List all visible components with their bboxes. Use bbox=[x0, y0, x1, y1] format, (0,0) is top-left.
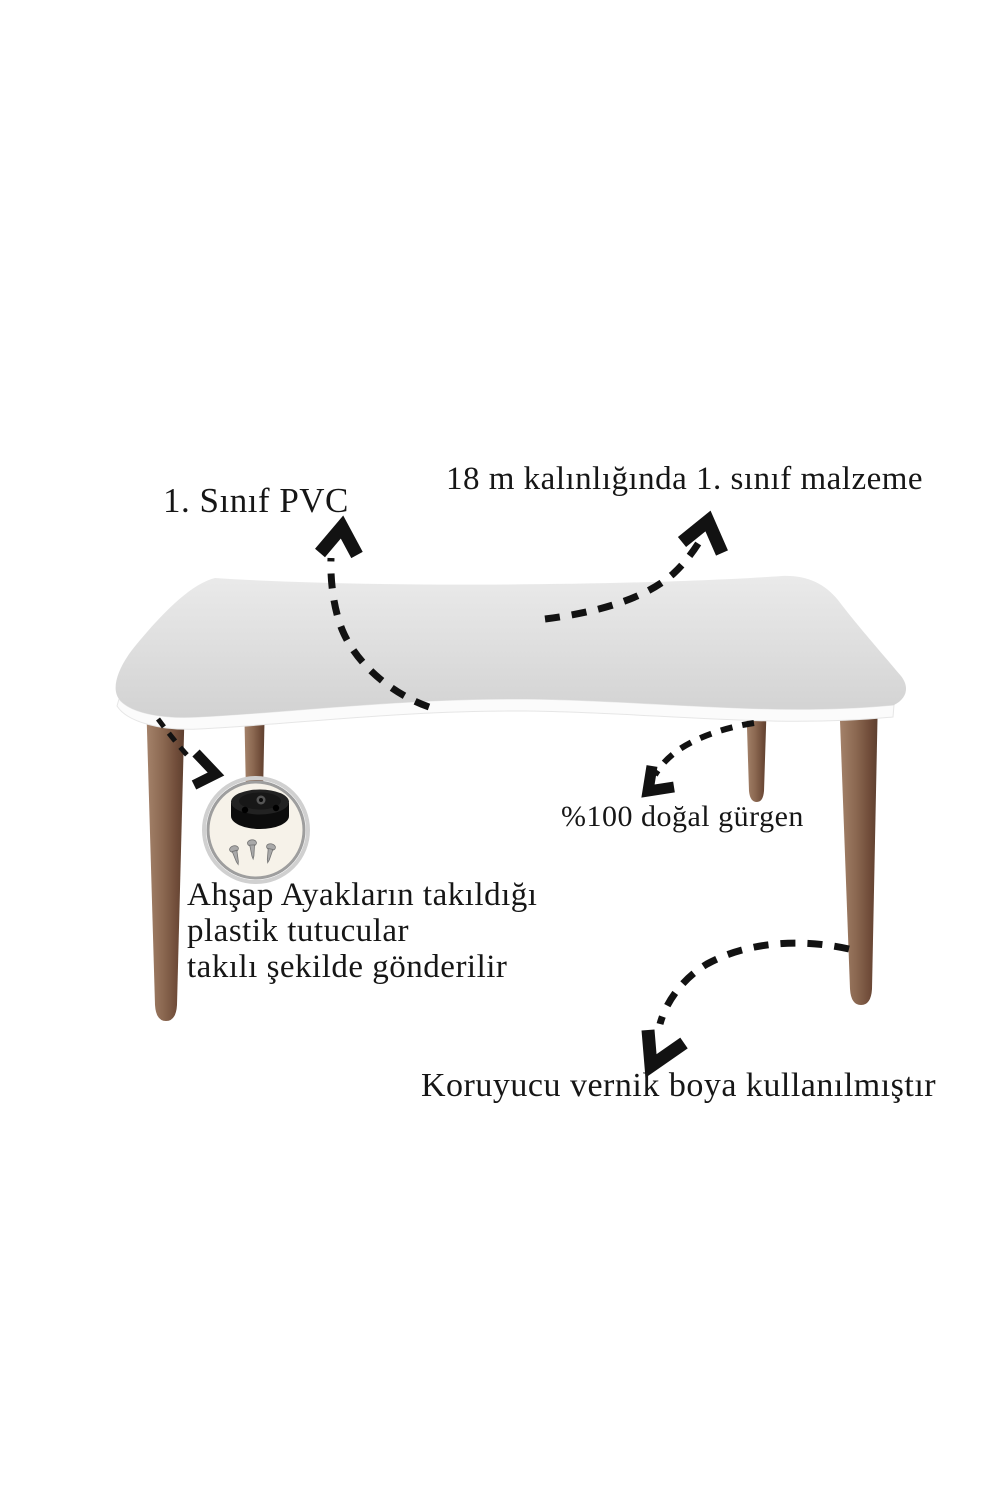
wood-label: %100 doğal gürgen bbox=[561, 800, 804, 833]
varnish-label: Koruyucu vernik boya kullanılmıştır bbox=[421, 1067, 937, 1104]
holder-arrowhead-icon bbox=[191, 749, 225, 790]
material-arrow bbox=[544, 510, 728, 623]
material-arrow-tail bbox=[544, 537, 705, 623]
varnish-arrow-tail bbox=[656, 939, 850, 1026]
holders-label-line2: plastik tutucular bbox=[187, 913, 410, 949]
screws-icon bbox=[229, 839, 276, 866]
plastic-holder-inset bbox=[202, 776, 310, 884]
holder-arrow-tail bbox=[156, 717, 190, 758]
table-leg-front-left bbox=[146, 696, 185, 1021]
varnish-arrowhead-icon bbox=[641, 1029, 688, 1078]
pvc-arrow-tail bbox=[327, 557, 431, 711]
wood-arrowhead-icon bbox=[641, 765, 675, 798]
plastic-holder-icon bbox=[231, 789, 289, 829]
table-leg-front-right bbox=[839, 694, 878, 1005]
material-label: 18 m kalınlığında 1. sınıf malzeme bbox=[446, 461, 924, 497]
holders-label-line1: Ahşap Ayakların takıldığı bbox=[187, 877, 538, 913]
pvc-label: 1. Sınıf PVC bbox=[163, 481, 349, 520]
holders-label: Ahşap Ayakların takıldığı plastik tutucu… bbox=[187, 877, 537, 985]
inset-outer-ring bbox=[202, 776, 310, 884]
wood-arrow-tail bbox=[652, 720, 755, 777]
material-arrowhead-icon bbox=[677, 510, 728, 556]
pvc-arrow bbox=[315, 515, 431, 711]
wood-arrow bbox=[641, 720, 755, 798]
table-top-edge bbox=[116, 697, 895, 730]
pvc-arrowhead-icon bbox=[315, 515, 363, 559]
table-top bbox=[115, 575, 907, 718]
varnish-arrow bbox=[641, 939, 850, 1078]
holders-label-line3: takılı şekilde gönderilir bbox=[187, 949, 508, 985]
holder-arrow bbox=[156, 717, 225, 790]
